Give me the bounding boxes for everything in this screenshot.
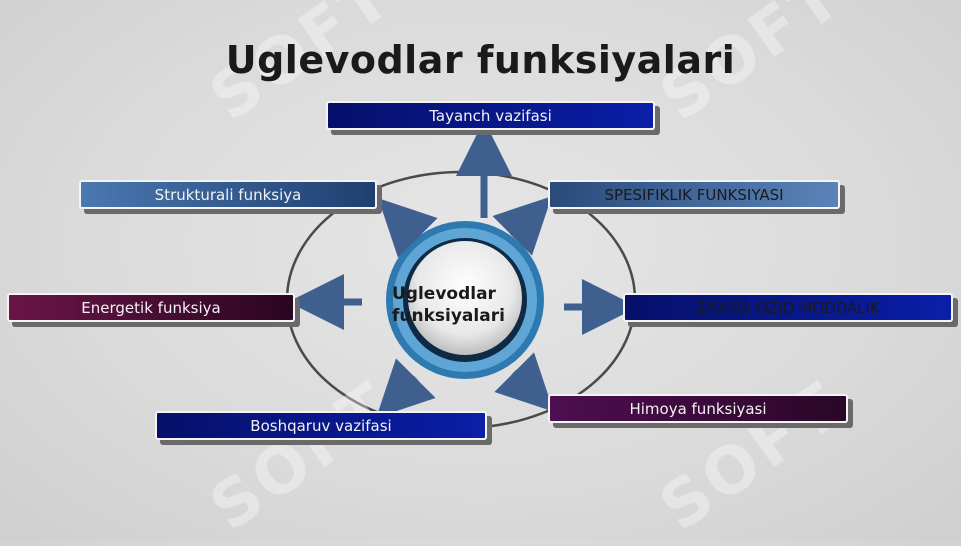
node-label: SPESIFIKLIK FUNKSIYASI <box>604 185 784 204</box>
center-label: Uglevodlar funksiyalari <box>392 283 582 327</box>
node-himoya-funksiyasi: Himoya funksiyasi <box>548 394 848 423</box>
node-label: Strukturali funksiya <box>154 185 302 204</box>
node-tayanch-vazifasi: Tayanch vazifasi <box>326 101 655 130</box>
center-label-line2: funksiyalari <box>392 306 505 326</box>
arrow-lower-right <box>494 352 554 412</box>
node-zaxira-oziq-moddalik: ZAXIRA OZIQ MODDALIK <box>623 293 953 322</box>
node-label: Boshqaruv vazifasi <box>250 416 392 435</box>
arrow-lower-left <box>376 358 436 418</box>
node-label: Himoya funksiyasi <box>629 399 767 418</box>
node-energetik-funksiya: Energetik funksiya <box>7 293 295 322</box>
arrows <box>288 120 638 418</box>
arrow-upper-right <box>492 196 552 256</box>
slide-title: Uglevodlar funksiyalari <box>225 38 736 82</box>
node-label: ZAXIRA OZIQ MODDALIK <box>696 298 880 317</box>
node-label: Energetik funksiya <box>81 298 221 317</box>
node-label: Tayanch vazifasi <box>429 106 552 125</box>
center-label-line1: Uglevodlar <box>392 284 496 304</box>
node-boshqaruv-vazifasi: Boshqaruv vazifasi <box>155 411 487 440</box>
arrow-upper-left <box>378 198 438 258</box>
node-spesifiklik-funksiyasi: SPESIFIKLIK FUNKSIYASI <box>548 180 840 209</box>
node-strukturali-funksiya: Strukturali funksiya <box>79 180 377 209</box>
center-inner-circle <box>408 241 522 355</box>
